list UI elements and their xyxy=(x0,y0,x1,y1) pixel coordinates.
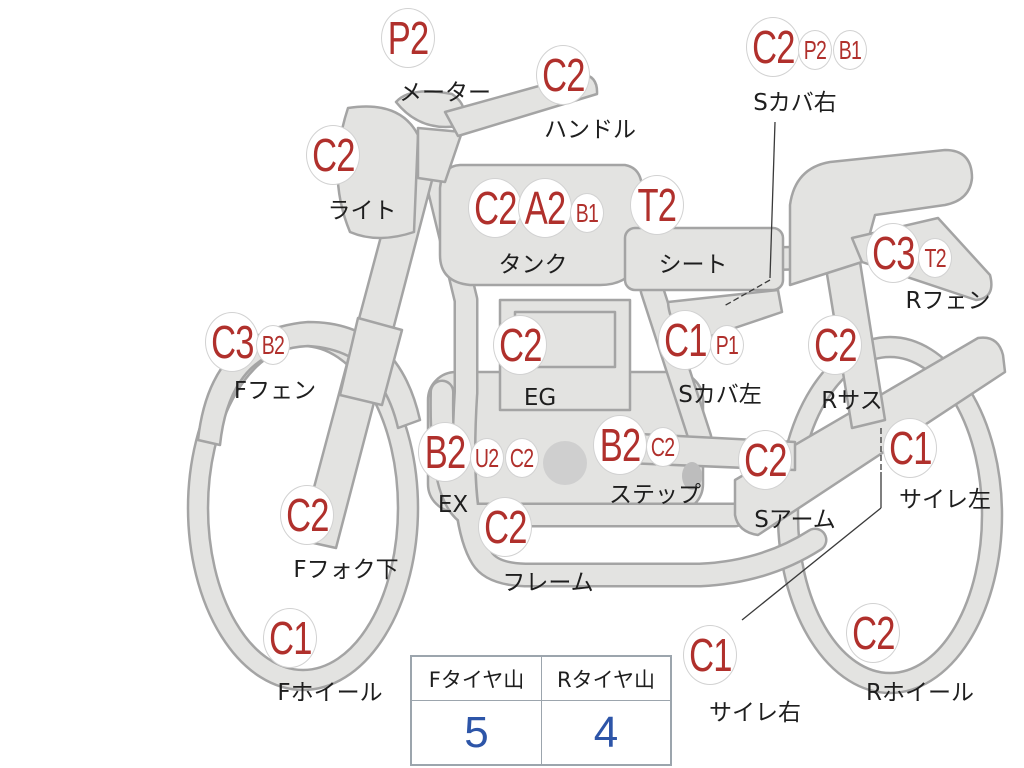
part-label-silencer-left: サイレ左 xyxy=(899,487,991,513)
grade-code: B2 xyxy=(424,426,466,478)
grade-code: C2 xyxy=(510,443,534,473)
grade-code: B2 xyxy=(599,419,641,471)
grade-code: C3 xyxy=(871,227,915,279)
grade-badge: B2 xyxy=(418,422,472,482)
grade-badge: C2 xyxy=(505,438,539,478)
part-label-seat: シート xyxy=(658,252,728,278)
grade-badge: C2 xyxy=(306,125,360,185)
grade-badge: T2 xyxy=(918,238,952,278)
grade-code: C2 xyxy=(743,434,787,486)
grade-code: C2 xyxy=(311,129,355,181)
part-label-front-fork-lower: Fフォク下 xyxy=(293,557,399,583)
grade-code: C1 xyxy=(888,422,932,474)
grade-code: T2 xyxy=(924,243,946,273)
rear-tire-header: Rタイヤ山 xyxy=(542,657,670,701)
rear-cowl xyxy=(788,148,974,287)
grade-badge: C1 xyxy=(263,608,317,668)
grade-code: B1 xyxy=(838,35,862,65)
grade-badge: U2 xyxy=(470,438,504,478)
grade-code: B1 xyxy=(575,198,599,228)
grade-code: C2 xyxy=(851,607,895,659)
front-tire-header: Fタイヤ山 xyxy=(412,657,542,701)
part-label-front-wheel: Fホイール xyxy=(277,680,383,706)
grade-badge: P2 xyxy=(798,30,832,70)
grade-code: C2 xyxy=(285,489,329,541)
front-tire-value: 5 xyxy=(412,701,542,764)
silencer xyxy=(733,336,1007,537)
front-fork-sleeve xyxy=(338,316,404,407)
seat xyxy=(623,226,785,292)
step-peg xyxy=(682,462,702,490)
grade-code: C2 xyxy=(651,432,675,462)
grade-badge: C2 xyxy=(808,315,862,375)
part-label-side-cover-left: Sカバ左 xyxy=(678,382,762,408)
engine-cover-circle xyxy=(543,441,587,485)
grade-badge: C1 xyxy=(683,625,737,685)
part-label-side-cover-right: Sカバ右 xyxy=(753,90,837,116)
grade-code: C2 xyxy=(498,319,542,371)
part-label-rear-suspension: Rサス xyxy=(821,388,883,414)
grade-code: P2 xyxy=(387,12,429,64)
part-label-frame: フレーム xyxy=(502,570,594,596)
grade-badge: A2 xyxy=(518,178,572,238)
grade-badge: C1 xyxy=(883,418,937,478)
part-label-silencer-right: サイレ右 xyxy=(709,700,801,726)
part-label-swingarm: Sアーム xyxy=(754,507,836,533)
grade-badge: B1 xyxy=(570,193,604,233)
part-label-meter: メーター xyxy=(399,80,491,106)
part-label-light: ライト xyxy=(327,198,397,224)
grade-code: A2 xyxy=(524,182,566,234)
grade-code: C3 xyxy=(210,316,254,368)
grade-code: B2 xyxy=(261,330,285,360)
grade-badge: C2 xyxy=(493,315,547,375)
tire-tread-table: Fタイヤ山 Rタイヤ山 5 4 xyxy=(410,655,672,766)
grade-badge: B2 xyxy=(256,325,290,365)
grade-code: C1 xyxy=(663,314,707,366)
part-label-tank: タンク xyxy=(498,252,568,278)
part-label-front-fender: Fフェン xyxy=(233,378,317,404)
grade-code: C2 xyxy=(483,501,527,553)
grade-badge: C1 xyxy=(658,310,712,370)
grade-code: C2 xyxy=(813,319,857,371)
grade-code: C2 xyxy=(541,49,585,101)
grade-badge: T2 xyxy=(630,175,684,235)
part-label-handlebar: ハンドル xyxy=(544,117,636,143)
grade-badge: C2 xyxy=(468,178,522,238)
part-label-step: ステップ xyxy=(609,482,701,508)
grade-badge: C3 xyxy=(205,312,259,372)
grade-code: C2 xyxy=(751,21,795,73)
grade-code: U2 xyxy=(475,443,499,473)
grade-badge: C2 xyxy=(738,430,792,490)
grade-badge: C2 xyxy=(478,497,532,557)
grade-badge: C2 xyxy=(280,485,334,545)
leader-lines xyxy=(723,121,882,621)
grade-badge: C2 xyxy=(646,427,680,467)
grade-badge: C3 xyxy=(866,223,920,283)
grade-badge: C2 xyxy=(746,17,800,77)
part-label-engine: EG xyxy=(523,385,557,411)
grade-code: P2 xyxy=(803,35,827,65)
grade-badge: B2 xyxy=(593,415,647,475)
grade-badge: P2 xyxy=(381,8,435,68)
grade-code: T2 xyxy=(637,179,678,231)
grade-code: C1 xyxy=(688,629,732,681)
grade-code: P1 xyxy=(715,330,739,360)
part-label-rear-wheel: Rホイール xyxy=(866,680,974,706)
part-label-rear-fender: Rフェン xyxy=(905,288,991,314)
grade-code: C1 xyxy=(268,612,312,664)
part-label-exhaust: EX xyxy=(437,492,469,518)
grade-badge: C2 xyxy=(846,603,900,663)
grade-code: C2 xyxy=(473,182,517,234)
grade-badge: B1 xyxy=(833,30,867,70)
head-stock xyxy=(416,126,464,184)
grade-badge: P1 xyxy=(710,325,744,365)
grade-badge: C2 xyxy=(536,45,590,105)
rear-tire-value: 4 xyxy=(593,707,619,757)
